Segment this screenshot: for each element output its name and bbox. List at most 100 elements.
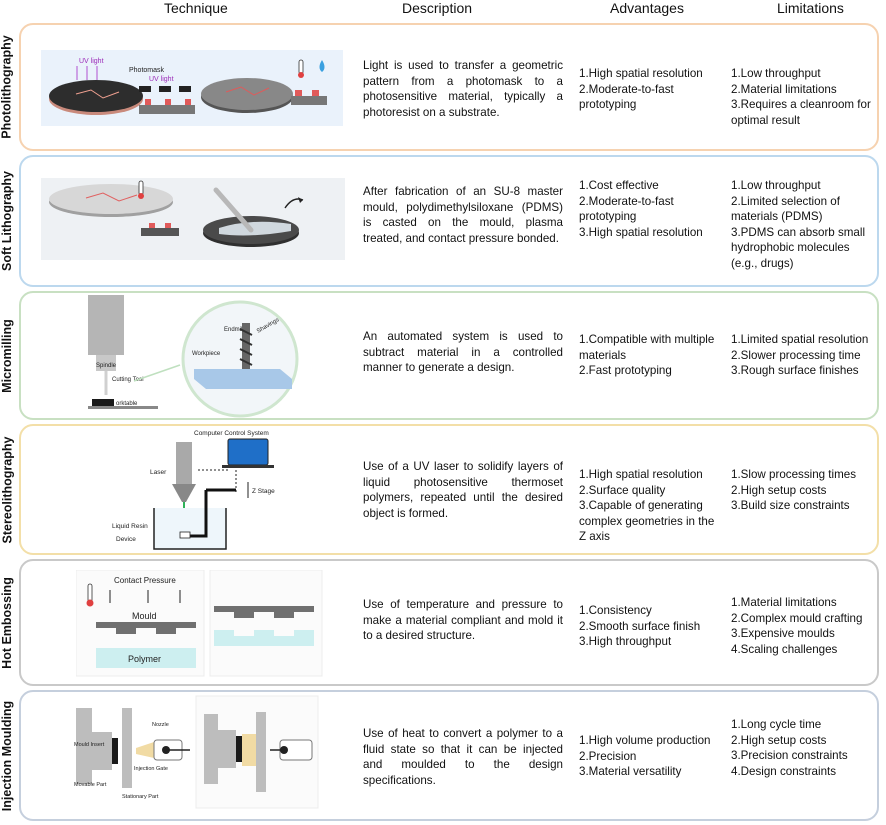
arrow-head <box>298 197 303 203</box>
thermometer-icon <box>138 180 144 196</box>
row-label-photolithography: Photolithography <box>0 23 20 151</box>
list-item: 1.High spatial resolution <box>579 67 703 80</box>
list-item: 2.Limited selection of materials (PDMS) <box>731 194 840 224</box>
list-item: 3.High spatial resolution <box>579 225 703 239</box>
row-label-injection-moulding: Injection Moulding <box>0 690 20 821</box>
mould <box>96 622 196 634</box>
adv-hot-embossing: 1.Consistency 2.Smooth surface finish 3.… <box>579 603 724 650</box>
micromilling-illustration: Spindle Cutting Tool orktable Workpiece … <box>88 295 299 418</box>
pattern-2 <box>225 86 270 96</box>
uv-light-label: UV light <box>79 58 104 65</box>
polymer-fill <box>242 734 266 766</box>
list-item: 3.Rough surface finishes <box>731 364 859 378</box>
thermometer-bulb <box>298 72 304 78</box>
computer-label: Computer Control System <box>194 430 269 437</box>
movable-part-label: Movable Part <box>74 782 107 788</box>
list-item: 2.High setup costs <box>731 483 827 497</box>
thermometer-icon <box>298 59 304 75</box>
z-stage-label: Z Stage <box>252 488 275 495</box>
mould-insert-label: Mould Insert <box>74 742 105 748</box>
machine-column <box>88 295 124 355</box>
list-item: 1.High volume production <box>579 734 711 747</box>
list-item: 1.High spatial resolution <box>579 468 703 481</box>
list-item: 1.Consistency <box>579 604 652 617</box>
list-item: 2.High setup costs <box>731 733 827 747</box>
polymer-2 <box>214 630 314 646</box>
list-item: 4.Scaling challenges <box>731 642 838 656</box>
workpiece-label: Workpiece <box>192 351 221 357</box>
substrate <box>139 105 195 114</box>
list-item: 2.Fast prototyping <box>579 364 672 378</box>
wafer <box>49 184 173 214</box>
z-stage <box>190 490 208 538</box>
photoresist <box>145 99 151 105</box>
lim-photolithography: 1.Low throughput 2.Material limitations … <box>731 66 876 128</box>
uv-light-label-2: UV light <box>149 76 174 83</box>
movable-part-2 <box>204 714 218 784</box>
mould-label: Mould <box>132 611 157 621</box>
list-item: 1.Cost effective <box>579 179 659 192</box>
plunger-head <box>162 746 170 754</box>
mould-feature <box>165 223 171 228</box>
photolithography-illustration: UV light Photomask UV light <box>41 50 343 126</box>
row-label-soft-lithography: Soft Lithography <box>0 155 20 287</box>
list-item: 3.Expensive moulds <box>731 627 835 641</box>
adv-injection-moulding: 1.High volume production 2.Precision 3.M… <box>579 733 724 780</box>
worktable-label: orktable <box>116 401 138 407</box>
header-limitations: Limitations <box>777 0 844 16</box>
mould-insert-2 <box>236 736 242 762</box>
desc-photolithography: Light is used to transfer a geometric pa… <box>363 59 563 119</box>
contact-pressure-label: Contact Pressure <box>114 576 176 585</box>
list-item: 3.Build size constraints <box>731 499 850 513</box>
header-description: Description <box>402 0 473 16</box>
mould-2 <box>214 606 314 618</box>
list-item: 2.Surface quality <box>579 483 666 497</box>
stationary-part-label: Stationary Part <box>122 794 159 800</box>
workpiece <box>194 369 292 389</box>
list-item: 3.Capable of generating complex geometri… <box>579 499 715 544</box>
list-item: 3.Requires a cleanroom for optimal resul… <box>731 98 871 127</box>
laptop-base <box>222 465 274 468</box>
lim-injection-moulding: 1.Long cycle time 2.High setup costs 3.P… <box>731 717 876 779</box>
lim-hot-embossing: 1.Material limitations 2.Complex mould c… <box>731 595 876 657</box>
desc-micromilling: An automated system is used to subtract … <box>363 330 563 375</box>
row-label-micromilling: Micromilling <box>0 291 20 420</box>
list-item: 1.Low throughput <box>731 67 821 80</box>
thermometer-bulb <box>86 599 94 607</box>
endmill-label: Endmill <box>224 327 244 333</box>
device <box>179 531 191 539</box>
desc-soft-lithography: After fabrication of an SU-8 master moul… <box>363 185 563 245</box>
photoresist <box>165 99 171 105</box>
device-label: Device <box>116 536 136 543</box>
row-title: Photolithography <box>0 35 14 139</box>
adv-stereolithography: 1.High spatial resolution 2.Surface qual… <box>579 467 724 545</box>
laser-body <box>176 442 192 484</box>
list-item: 4.Design constraints <box>731 764 837 778</box>
movable-plate-2 <box>218 730 236 768</box>
list-item: 3.Precision constraints <box>731 749 848 763</box>
row-title: Stereolithography <box>0 436 14 543</box>
movable-part <box>76 708 92 784</box>
movable-plate <box>92 732 112 770</box>
row-micromilling <box>19 291 879 420</box>
injection-moulding-illustration: Mould Insert Nozzle Injection Gate Movab… <box>74 695 319 809</box>
stationary-part <box>122 708 132 788</box>
list-item: 3.Material versatility <box>579 765 682 779</box>
plunger-head-2 <box>280 746 288 754</box>
list-item: 1.Low throughput <box>731 179 821 192</box>
row-title: Injection Moulding <box>0 700 14 811</box>
list-item: 3.High throughput <box>579 635 672 649</box>
photomask-label: Photomask <box>129 67 165 74</box>
worktable-base <box>88 406 158 409</box>
photoresist <box>185 99 191 105</box>
row-title: Micromilling <box>0 318 14 393</box>
header-technique: Technique <box>164 0 228 16</box>
soft-lithography-illustration <box>41 178 345 260</box>
lim-stereolithography: 1.Slow processing times 2.High setup cos… <box>731 467 876 514</box>
desc-hot-embossing: Use of temperature and pressure to make … <box>363 598 563 643</box>
stationary-part-2 <box>256 712 266 792</box>
nozzle-label: Nozzle <box>152 722 169 728</box>
zoom-arrow <box>133 364 181 382</box>
list-item: 1.Material limitations <box>731 596 837 609</box>
desc-injection-moulding: Use of heat to convert a polymer to a fl… <box>363 727 563 787</box>
